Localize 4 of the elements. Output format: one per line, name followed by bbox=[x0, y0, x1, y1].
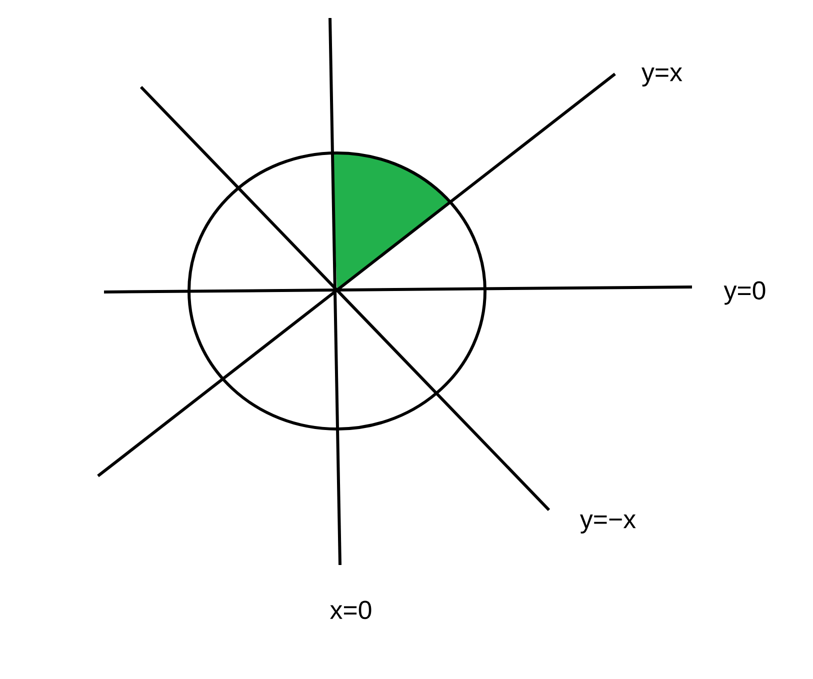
line-label: y=0 bbox=[724, 281, 766, 305]
line-label: x=0 bbox=[330, 600, 372, 620]
line-label: y=−x bbox=[580, 514, 636, 534]
line-label: y=x bbox=[642, 67, 682, 87]
